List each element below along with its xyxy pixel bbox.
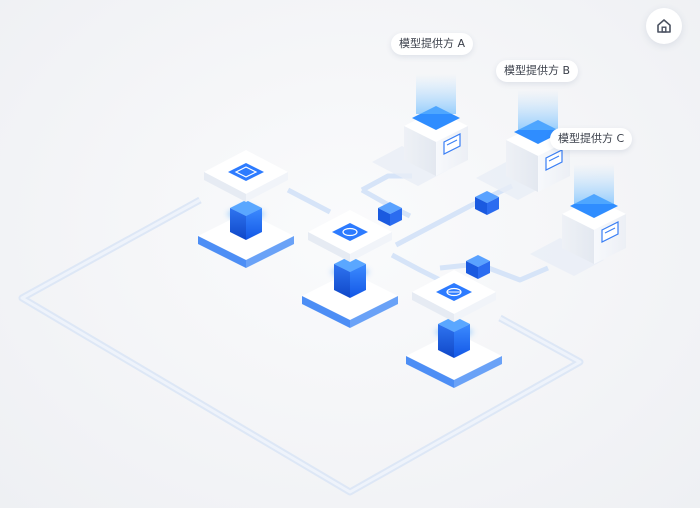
provider-node-a: [372, 74, 468, 186]
home-button[interactable]: [646, 8, 682, 44]
globe-icon: [436, 283, 472, 301]
provider-b-screen-icon: [545, 149, 563, 171]
document-icon: [228, 163, 264, 181]
outer-loop-path: [18, 196, 584, 496]
provider-b-label: 模型提供方 B: [496, 60, 579, 82]
provider-c-label: 模型提供方 C: [550, 128, 633, 150]
provider-a-screen-icon: [443, 133, 461, 155]
connector-cube-1: [378, 202, 402, 226]
connector-cube-2: [475, 191, 499, 215]
server-node-2: [302, 210, 398, 328]
provider-a-label: 模型提供方 A: [391, 33, 474, 55]
server-node-3: [406, 270, 502, 388]
home-icon: [657, 19, 671, 33]
connector-cube-3: [466, 255, 490, 279]
server-node-1: [198, 150, 294, 268]
provider-c-screen-icon: [601, 221, 619, 243]
database-icon: [332, 223, 368, 241]
provider-node-c: [530, 164, 626, 276]
